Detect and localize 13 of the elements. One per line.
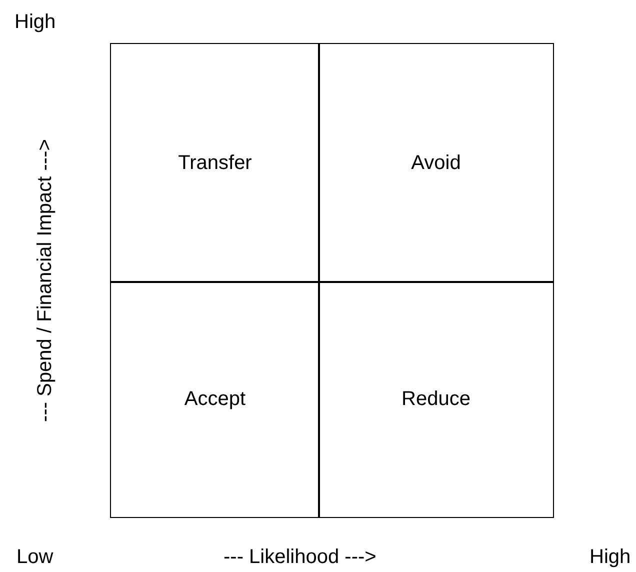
quadrant-label: Transfer — [178, 152, 252, 174]
quadrant-label: Accept — [184, 388, 246, 411]
quadrant-label: Avoid — [411, 152, 461, 174]
quadrant-cell — [318, 281, 554, 518]
axis-title: --- Spend / Financial Impact ---> — [33, 138, 56, 422]
axis-end-label: High — [14, 10, 56, 34]
axis-title: --- Likelihood ---> — [224, 546, 376, 568]
quadrant-cell — [110, 281, 320, 518]
quadrant-cell — [110, 43, 320, 283]
quadrant-cell — [318, 43, 554, 283]
axis-end-label: High — [590, 546, 631, 568]
quadrant-label: Reduce — [402, 388, 470, 411]
axis-end-label: Low — [16, 546, 54, 568]
